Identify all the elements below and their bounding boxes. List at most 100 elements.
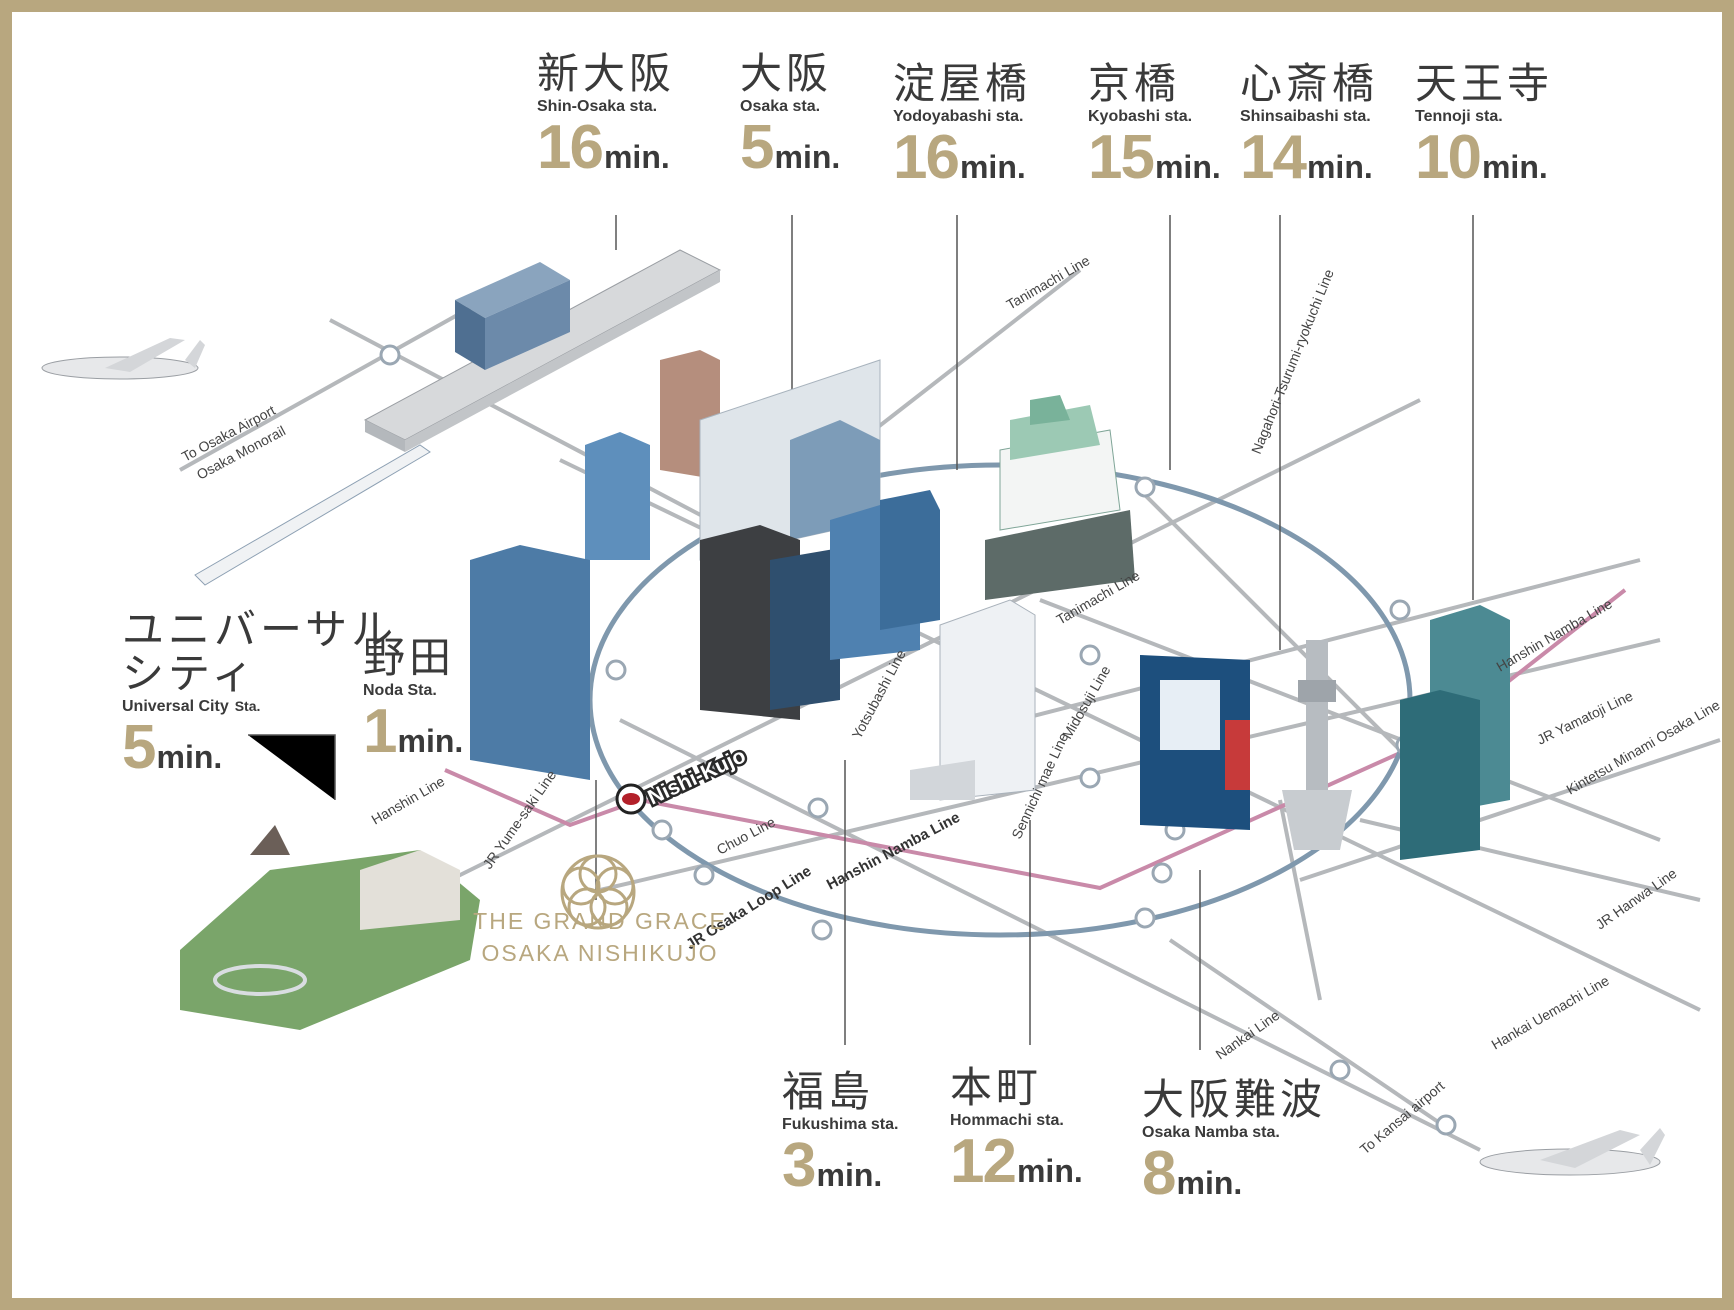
tsutenkaku-tower — [1282, 640, 1352, 850]
travel-time-number: 12 — [950, 1127, 1017, 1197]
travel-time-number: 5 — [740, 113, 775, 183]
travel-time: 3min. — [782, 1130, 898, 1201]
travel-time-unit: min. — [774, 139, 841, 176]
travel-time: 5min. — [740, 112, 840, 183]
station-label-hommachi: 本町 Hommachi sta. 12min. — [950, 1063, 1083, 1197]
grid-line-g — [1138, 488, 1402, 752]
station-name-jp-2: シティ — [122, 649, 258, 699]
station-label-osaka: 大阪 Osaka sta. 5min. — [740, 49, 840, 183]
station-name-jp: ユニバーサル — [122, 605, 398, 654]
travel-time-number: 15 — [1088, 123, 1155, 193]
station-name-en: Yodoyabashi sta. — [893, 108, 1024, 126]
plane-icon — [41, 338, 205, 380]
station-name-jp: 淀屋橋 — [893, 59, 1032, 108]
station-label-universal-city: ユニバーサル シティ Universal City Sta. 5min. — [122, 605, 398, 783]
travel-time-unit: min. — [603, 139, 670, 176]
travel-time-unit: min. — [1306, 149, 1373, 186]
leader-lines — [248, 215, 1474, 1050]
abeno-harukas — [1400, 605, 1510, 860]
travel-time: 12min. — [950, 1126, 1083, 1197]
station-name-en: Osaka sta. — [740, 98, 821, 116]
travel-time-number: 16 — [893, 123, 960, 193]
station-label-noda: 野田 Noda Sta. 1min. — [363, 633, 463, 767]
travel-time-number: 14 — [1240, 123, 1307, 193]
station-name-jp: 本町 — [950, 1063, 1043, 1112]
brand-line-1: THE GRAND GRACE — [473, 908, 727, 934]
travel-time-number: 5 — [122, 713, 157, 783]
grid-line-i — [1039, 598, 1661, 842]
station-name-jp: 京橋 — [1088, 59, 1181, 108]
travel-time-unit: min. — [1154, 149, 1221, 186]
label-jr-yumesaki-line: JR Yume-saki Line — [479, 767, 559, 872]
label-nankai-line: Nankai Line — [1213, 1007, 1283, 1063]
station-name-en: Hommachi sta. — [950, 1112, 1064, 1130]
label-yotsubashi-line: Yotsubashi Line — [849, 647, 909, 742]
travel-time-unit: min. — [1481, 149, 1548, 186]
hotel-tower — [910, 599, 1036, 801]
station-name-jp: 天王寺 — [1415, 59, 1554, 108]
travel-time-unit: min. — [1016, 1153, 1083, 1190]
station-name-en-sta: Sta. — [234, 698, 261, 715]
travel-time-unit: min. — [1176, 1165, 1243, 1202]
travel-time: 5min. — [122, 712, 397, 783]
station-name-en: Kyobashi sta. — [1088, 108, 1193, 126]
grid-line-j — [1278, 799, 1322, 1001]
station-name-en: Noda Sta. — [363, 682, 437, 700]
universal-city-park — [180, 825, 480, 1030]
station-label-fukushima: 福島 Fukushima sta. 3min. — [782, 1067, 898, 1201]
station-name-jp: 大阪難波 — [1142, 1075, 1327, 1124]
brand-name: THE GRAND GRACE OSAKA NISHIKUJO — [440, 905, 760, 969]
shin-osaka-station-building — [363, 249, 722, 452]
travel-time: 10min. — [1415, 122, 1553, 193]
station-label-shinsaibashi: 心斎橋 Shinsaibashi sta. 14min. — [1240, 59, 1379, 193]
label-tanimachi-line: Tanimachi Line — [1004, 252, 1093, 313]
station-label-yodoyabashi: 淀屋橋 Yodoyabashi sta. 16min. — [893, 59, 1032, 193]
travel-time: 16min. — [893, 122, 1031, 193]
station-label-kyobashi: 京橋 Kyobashi sta. 15min. — [1088, 59, 1221, 193]
travel-time-unit: min. — [156, 739, 223, 776]
station-name-en: Tennoji sta. — [1415, 108, 1503, 126]
station-label-shin-osaka: 新大阪 Shin-Osaka sta. 16min. — [537, 49, 676, 183]
travel-time: 15min. — [1088, 122, 1221, 193]
nankai-line — [1168, 938, 1452, 1132]
travel-time-number: 8 — [1142, 1139, 1177, 1209]
label-hanshin-namba-line-right: Hanshin Namba Line — [1494, 595, 1615, 674]
station-name-jp: 心斎橋 — [1240, 59, 1379, 108]
travel-time-number: 16 — [537, 113, 604, 183]
label-midosuji-line: Midosuji Line — [1059, 663, 1114, 742]
travel-time: 1min. — [363, 696, 463, 767]
station-name-jp: 新大阪 — [537, 49, 676, 98]
station-name-en: Osaka Namba sta. — [1142, 1124, 1280, 1142]
travel-time-number: 10 — [1415, 123, 1482, 193]
label-jr-yamatoji-line: JR Yamatoji Line — [1534, 687, 1635, 747]
travel-time: 14min. — [1240, 122, 1378, 193]
station-label-osaka-namba: 大阪難波 Osaka Namba sta. 8min. — [1142, 1075, 1327, 1209]
travel-time-number: 1 — [363, 697, 398, 767]
station-name-en: Universal City Sta. — [122, 698, 397, 716]
travel-time-unit: min. — [959, 149, 1026, 186]
plane-icon — [1479, 1128, 1665, 1176]
station-label-tennoji: 天王寺 Tennoji sta. 10min. — [1415, 59, 1554, 193]
shinkansen-train — [194, 444, 431, 586]
travel-time-unit: min. — [816, 1157, 883, 1194]
label-jr-hanwa-line: JR Hanwa Line — [1593, 865, 1680, 933]
station-name-en-text: Universal City — [122, 698, 229, 716]
travel-time-unit: min. — [397, 723, 464, 760]
osaka-castle — [985, 395, 1135, 600]
station-name-en: Shin-Osaka sta. — [537, 98, 658, 116]
umeda-buildings — [470, 350, 940, 780]
grid-line-h — [1299, 738, 1721, 882]
brand-logo-icon — [560, 854, 636, 930]
grid-line-f — [939, 558, 1641, 742]
station-name-jp: 大阪 — [740, 49, 833, 98]
station-name-jp: 福島 — [782, 1067, 875, 1116]
grid-line-d — [449, 398, 1421, 882]
travel-time-number: 3 — [782, 1131, 817, 1201]
current-station-marker[interactable] — [615, 783, 647, 815]
travel-time: 16min. — [537, 112, 675, 183]
station-name-en: Shinsaibashi sta. — [1240, 108, 1371, 126]
station-name-jp: 野田 — [363, 633, 456, 682]
namba-billboard-building — [1140, 655, 1250, 830]
